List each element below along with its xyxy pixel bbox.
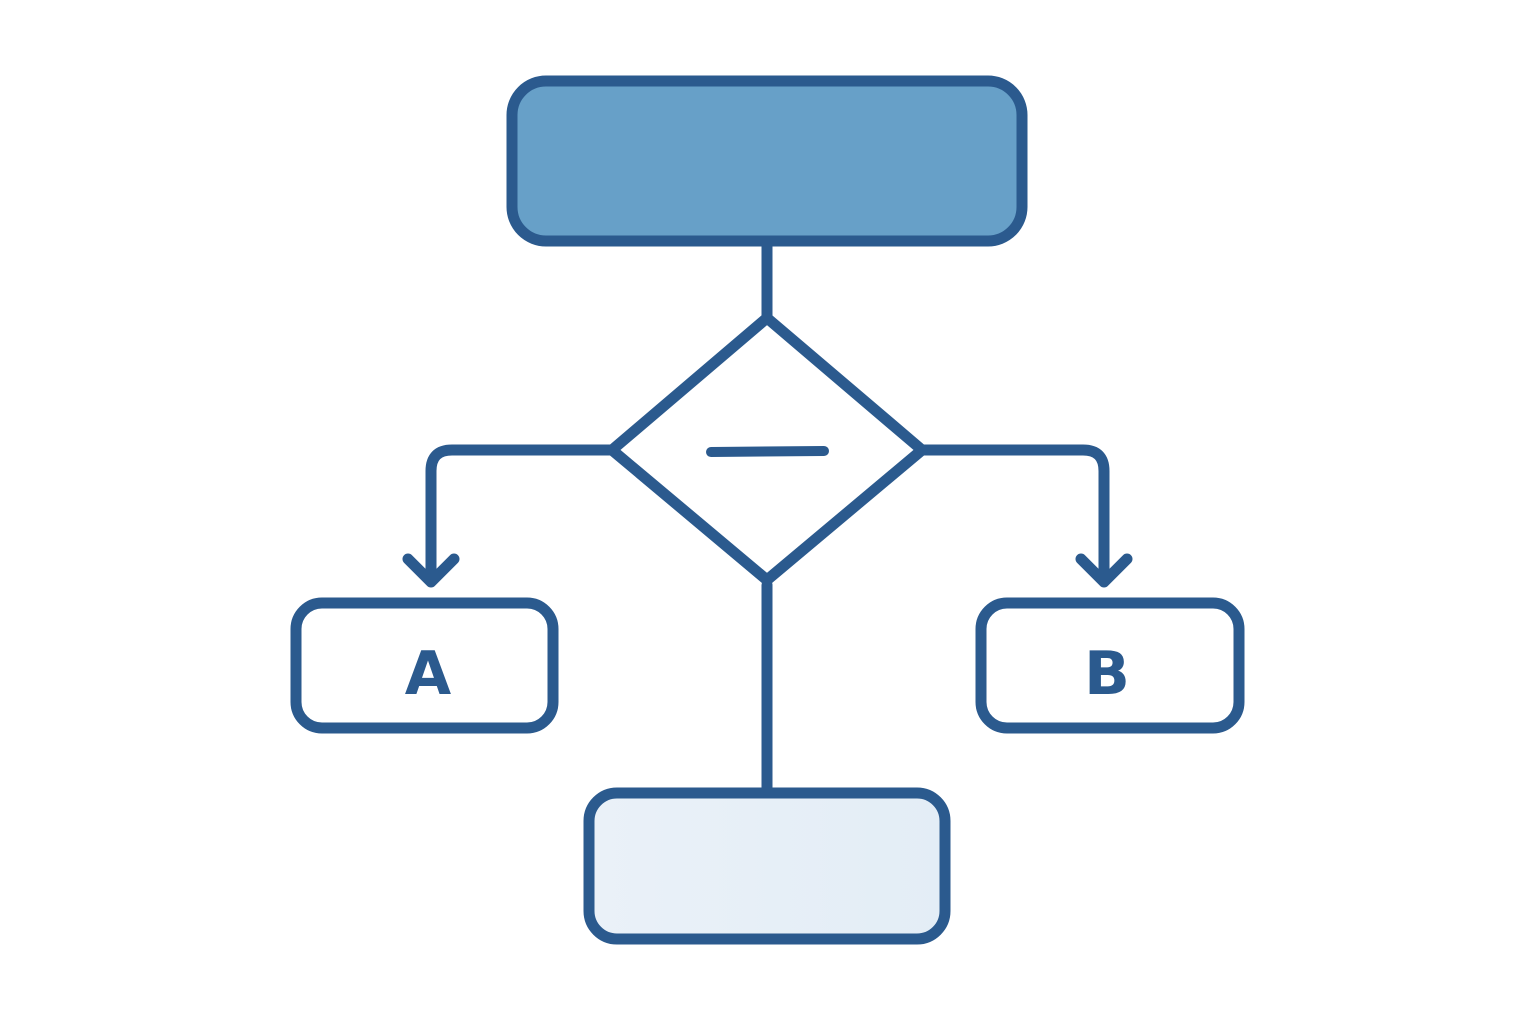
arrowhead-b xyxy=(1075,553,1133,588)
connectors xyxy=(402,237,1133,796)
arrowhead-a xyxy=(402,553,460,588)
bottom-process-box[interactable] xyxy=(583,787,951,945)
connector-decision-to-a xyxy=(425,444,618,586)
top-process-box[interactable] xyxy=(506,75,1028,247)
option-a-label: A xyxy=(405,639,452,709)
connector-decision-to-b xyxy=(916,444,1110,586)
option-b-label: B xyxy=(1084,639,1130,709)
option-a-box[interactable] xyxy=(290,597,559,734)
minus-icon xyxy=(706,446,829,457)
option-b-box[interactable] xyxy=(975,597,1245,734)
